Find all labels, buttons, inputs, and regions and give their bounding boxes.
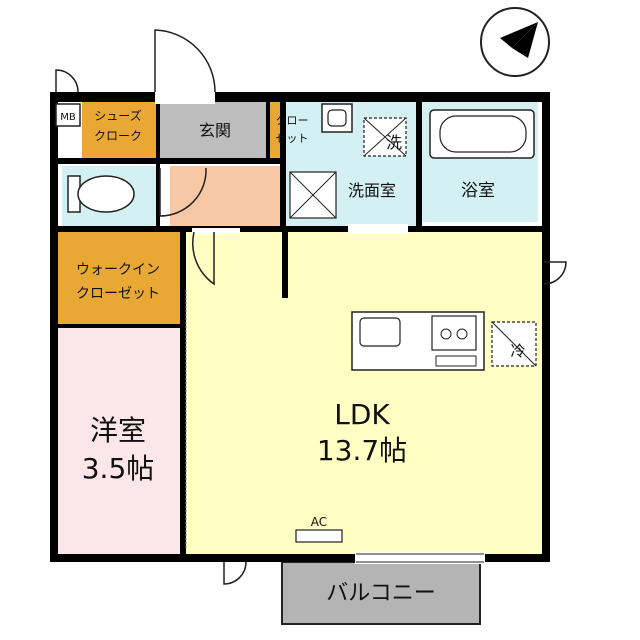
walkin-closet-floor xyxy=(56,232,180,324)
western-room-size: 3.5帖 xyxy=(82,452,155,485)
fridge-label: 冷 xyxy=(510,342,525,360)
walkin-closet-label-2: クローゼット xyxy=(76,286,160,302)
bathroom-label: 浴室 xyxy=(461,181,495,201)
entrance-label: 玄関 xyxy=(199,121,231,140)
closet-label-1: クロー xyxy=(276,114,309,127)
shoes-closet-label-2: クローク xyxy=(94,129,142,143)
washer-space-icon xyxy=(363,117,407,157)
air-conditioner xyxy=(295,529,343,543)
bathtub-icon xyxy=(429,109,535,159)
ac-label: AC xyxy=(311,515,327,529)
storage-cabinet-icon xyxy=(289,171,337,219)
closet-label-2: ゼット xyxy=(276,132,309,145)
fridge-space-icon xyxy=(491,321,537,367)
toilet-icon xyxy=(67,175,135,213)
ldk-name: LDK xyxy=(334,398,390,431)
western-room-name: 洋室 xyxy=(90,414,146,447)
shoes-closet-floor xyxy=(82,102,156,158)
kitchen-counter xyxy=(351,311,485,371)
entrance-floor xyxy=(160,102,266,158)
compass-icon xyxy=(480,7,550,77)
shoes-closet-label-1: シューズ xyxy=(94,108,141,123)
meter-box-label: MB xyxy=(60,112,76,123)
walkin-closet-label-1: ウォークイン xyxy=(76,262,160,278)
western-room-floor xyxy=(56,327,184,554)
ldk-floor xyxy=(186,232,544,554)
meter-box xyxy=(55,103,81,127)
balcony-label: バルコニー xyxy=(326,581,436,606)
washer-label: 洗 xyxy=(386,133,402,152)
wash-basin-icon xyxy=(321,103,353,133)
ldk-size: 13.7帖 xyxy=(317,434,407,467)
corridor-floor xyxy=(170,166,280,226)
washroom-label: 洗面室 xyxy=(348,181,396,200)
